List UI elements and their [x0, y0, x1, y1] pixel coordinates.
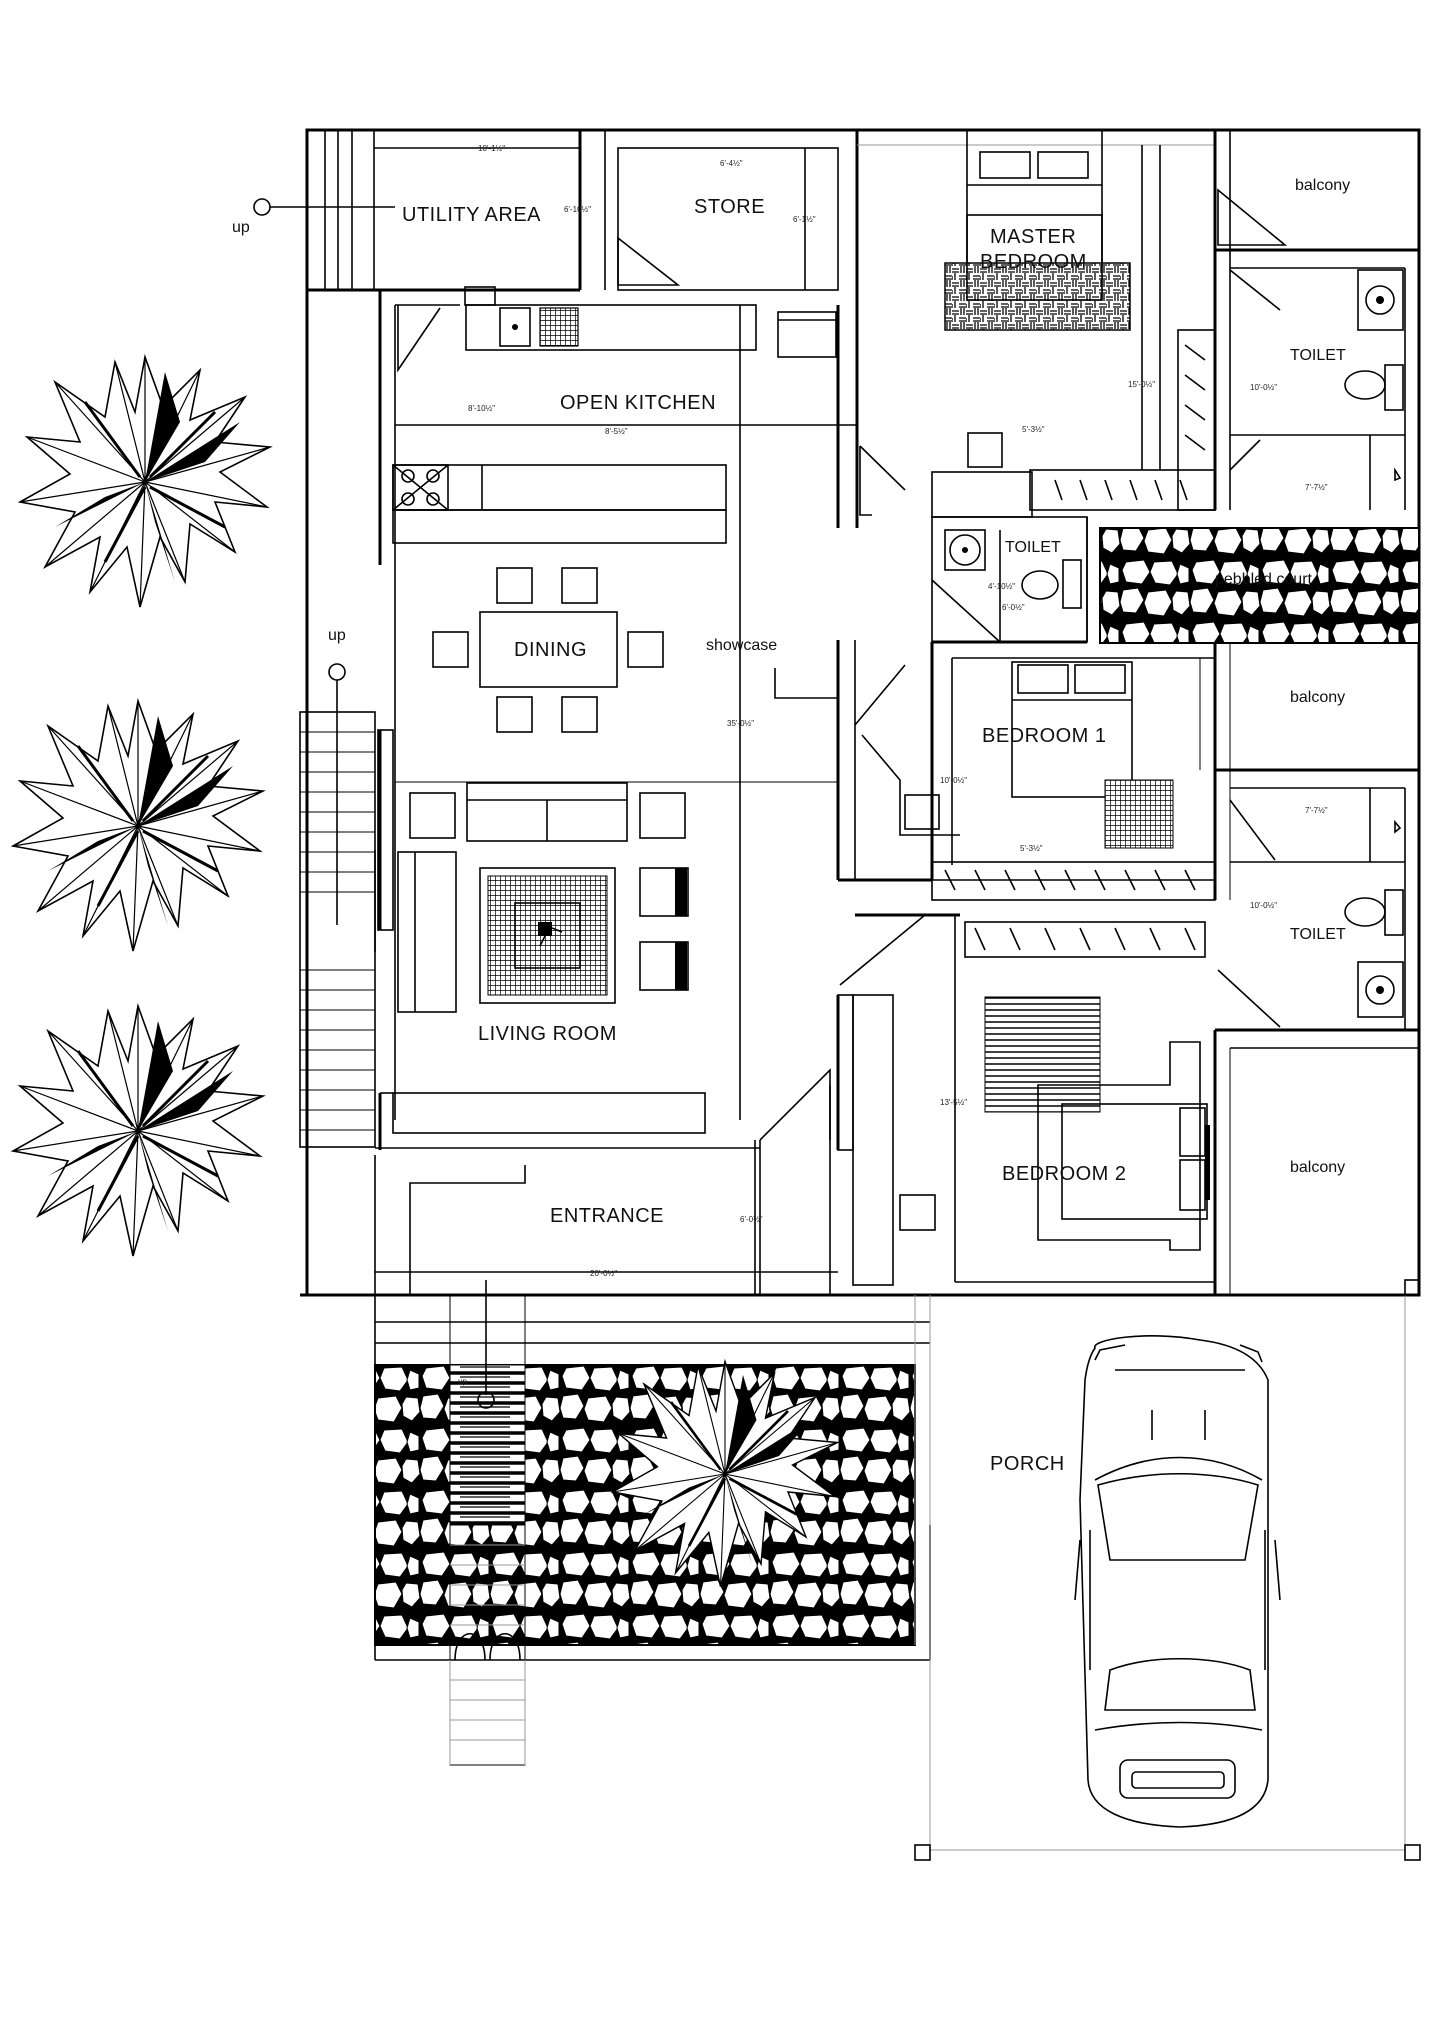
toilet-common-label: TOILET [1005, 539, 1061, 556]
common-toilet: TOILET 4'-10½" 6'-0½" [931, 471, 1088, 644]
master-toilet: TOILET 10'-0½" 7'-7½" balcony [1213, 130, 1419, 510]
kitchen-depth-dim: 8'-10½" [468, 404, 495, 413]
corridor [836, 445, 936, 1286]
table-icon [432, 567, 664, 733]
open-kitchen: OPEN KITCHEN 8'-10½" 8'-5½" [378, 286, 857, 1120]
porch-label: PORCH [990, 1453, 1065, 1475]
entrance-label: ENTRANCE [550, 1205, 664, 1227]
pebbled-court-label: pebbled court [1215, 571, 1313, 588]
toilet-master-label: TOILET [1290, 347, 1346, 364]
bedroom1-toilet: TOILET 7'-7½" 10'-0½" balcony [1215, 689, 1419, 1049]
store-depth-dim: 6'-1½" [793, 215, 816, 224]
bedroom1-width-dim: 5'-3½" [1020, 844, 1043, 853]
living-room-label: LIVING ROOM [478, 1023, 617, 1045]
utility-width-dim: 10'-1½" [478, 144, 505, 153]
porch: PORCH [914, 1279, 1421, 1861]
tree-icon [18, 355, 272, 609]
balcony-bottom-label: balcony [1290, 1159, 1345, 1176]
bed-icon [1011, 661, 1174, 849]
bed-icon [1037, 1041, 1210, 1251]
bedroom-1: BEDROOM 1 10'-0½" 5'-3½" [855, 642, 1231, 917]
stove-icon [392, 464, 727, 544]
up-label-mid: up [328, 627, 346, 644]
balcony-top-label: balcony [1295, 177, 1350, 194]
master-bedroom-label-1: MASTER [990, 226, 1076, 248]
living-room: LIVING ROOM [377, 729, 706, 1150]
utility-label: UTILITY AREA [402, 204, 541, 226]
wardrobe-icon [1029, 329, 1216, 511]
car-icon [1074, 1335, 1281, 1828]
tree-icon [11, 1004, 265, 1258]
balcony-mid-label: balcony [1290, 689, 1345, 706]
bedroom1-depth-dim: 10'-0½" [940, 776, 967, 785]
master-bedroom-label-2: BEDROOM [980, 251, 1087, 273]
toilet-master-width-dim: 7'-7½" [1305, 483, 1328, 492]
store: STORE 6'-4½" 6'-1½" [617, 147, 839, 291]
master-width-dim: 5'-3½" [1022, 425, 1045, 434]
up-label-top: up [232, 219, 250, 236]
master-bedroom: MASTER BEDROOM 15'-0½" 5'-3½" [855, 129, 1216, 528]
entrance-width-dim: 20'-0½" [590, 1269, 617, 1278]
bedroom-2: BEDROOM 2 13'-5½" balcony [940, 915, 1345, 1295]
master-depth-dim: 15'-0½" [1128, 380, 1155, 389]
sofa-icon [397, 782, 689, 1013]
toilet-bed-depth-dim: 10'-0½" [1250, 901, 1277, 910]
bedroom2-depth-dim: 13'-5½" [940, 1098, 967, 1107]
wardrobe-icon [931, 861, 1216, 901]
toilet-common-width-dim: 6'-0½" [1002, 603, 1025, 612]
stair-icon: up [299, 627, 376, 1148]
tree-icon [11, 699, 265, 953]
bedroom2-label: BEDROOM 2 [1002, 1163, 1127, 1185]
up-label-front: up [458, 1377, 467, 1386]
store-width-dim: 6'-4½" [720, 159, 743, 168]
up-arrow-top: up [232, 198, 395, 236]
toilet-bed-label: TOILET [1290, 926, 1346, 943]
entrance: ENTRANCE 6'-0½" 20'-0½" [374, 1068, 838, 1295]
showcase-label: showcase [706, 637, 777, 654]
pebbled-court: pebbled court [1099, 527, 1420, 644]
store-label: STORE [694, 196, 765, 218]
rug-icon [479, 867, 616, 1004]
toilet-common-depth-dim: 4'-10½" [988, 582, 1015, 591]
dining-label: DINING [514, 639, 587, 661]
sink-icon [499, 307, 579, 347]
toilet-bed-width-dim: 7'-7½" [1305, 806, 1328, 815]
utility-depth-dim: 6'-10½" [564, 205, 591, 214]
bed-icon [944, 129, 1131, 331]
bedroom1-label: BEDROOM 1 [982, 725, 1107, 747]
stair-icon: up [449, 1280, 526, 1766]
entrance-depth-dim: 6'-0½" [740, 1215, 763, 1224]
hall-depth-dim: 35'-0½" [727, 719, 754, 728]
stair-icon [307, 130, 580, 292]
toilet-master-depth-dim: 10'-0½" [1250, 383, 1277, 392]
wc-icon [944, 529, 1082, 609]
kitchen-width-dim: 8'-5½" [605, 427, 628, 436]
utility-area: UTILITY AREA 10'-1½" 6'-10½" [374, 130, 606, 290]
dining-area: DINING showcase 35'-0½" [395, 567, 838, 783]
open-kitchen-label: OPEN KITCHEN [560, 392, 716, 414]
front-court: up [374, 1280, 931, 1766]
